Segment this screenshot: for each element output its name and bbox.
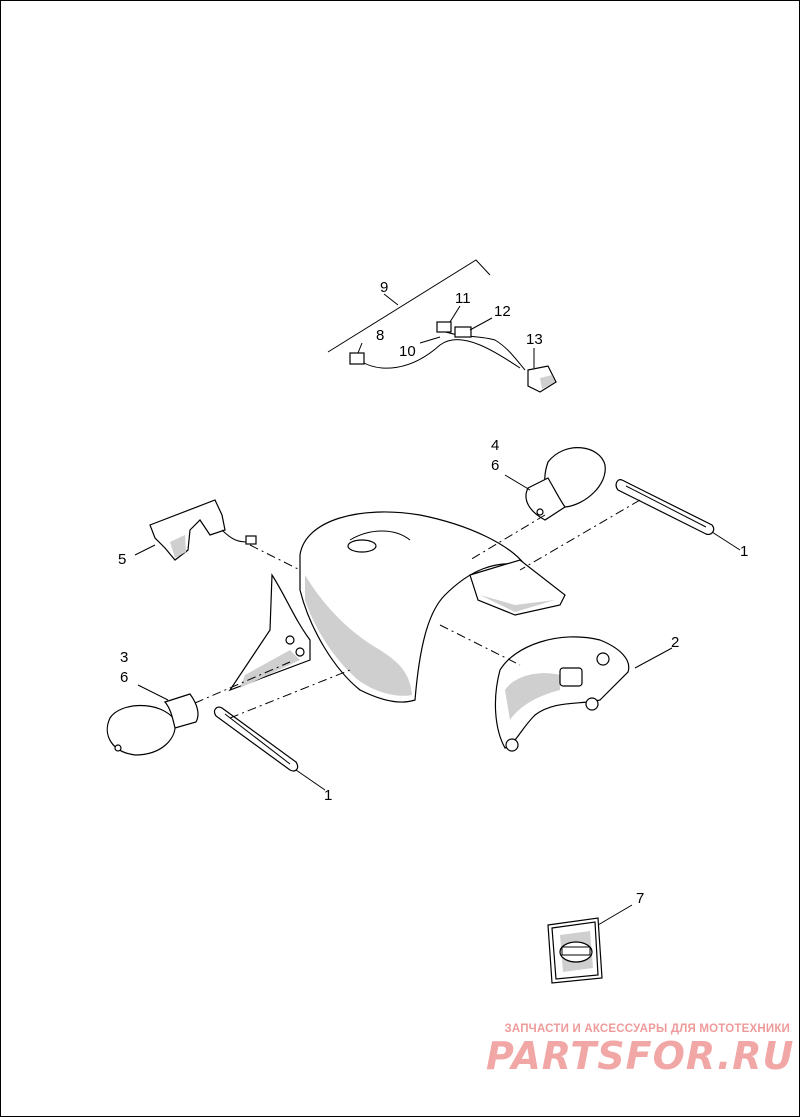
lamp-module-body <box>149 499 226 561</box>
assembly-line <box>519 499 641 571</box>
harness-wire-branch <box>439 329 526 371</box>
reflector-strip-right <box>615 479 741 551</box>
tail-lamp-housing <box>494 636 630 749</box>
callout-11: 11 <box>455 290 471 307</box>
logo-banner-icon <box>561 946 591 956</box>
turn-signal-nut-right <box>536 508 544 516</box>
turn-signal-lens-left <box>106 704 176 756</box>
reflector-strip-right-body <box>615 479 715 535</box>
lamp-module-connector <box>245 535 257 545</box>
callout-9: 9 <box>380 279 388 296</box>
leader-5 <box>134 544 156 556</box>
connector-8 <box>349 352 365 365</box>
reflector-strip-right-inner <box>625 485 707 528</box>
callout-3: 3 <box>120 649 128 666</box>
assembly-line <box>439 624 521 666</box>
callout-8: 8 <box>376 327 384 344</box>
leader-2 <box>634 647 673 669</box>
lamp-module-wire <box>221 529 249 543</box>
reflector-strip-left-body <box>213 706 299 772</box>
tail-lamp-assembly <box>494 636 673 752</box>
callout-1a: 1 <box>740 543 748 560</box>
watermark-tagline: ЗАПЧАСТИ И АКСЕССУАРЫ ДЛЯ МОТОТЕХНИКИ <box>504 1023 790 1035</box>
lamp-module-5 <box>134 499 257 561</box>
assembly-line <box>194 661 291 704</box>
turn-signal-left <box>106 684 199 756</box>
callout-5: 5 <box>118 551 126 568</box>
callout-6b: 6 <box>120 669 128 686</box>
wiring-harness-group <box>327 259 557 393</box>
leader-10 <box>419 336 441 344</box>
callout-13: 13 <box>526 331 543 348</box>
callout-6a: 6 <box>491 457 499 474</box>
callout-1b: 1 <box>324 787 332 804</box>
fender-panel-line <box>349 530 411 541</box>
terminal-12 <box>454 326 472 338</box>
bracket-bolt-hole <box>285 635 295 645</box>
leader-4-6 <box>504 474 531 491</box>
watermark-brand-logo: PARTSFOR.RU <box>486 1034 795 1078</box>
turn-signal-stem-right <box>525 477 566 521</box>
leader-7 <box>597 904 633 926</box>
fender-hole <box>347 539 377 553</box>
callout-12: 12 <box>494 303 511 320</box>
tail-lamp-lens <box>559 667 583 687</box>
callout-10: 10 <box>399 343 416 360</box>
callout-labels: 9 11 12 8 10 13 4 6 1 5 2 3 6 1 7 <box>118 279 748 907</box>
turn-signal-right <box>504 447 606 521</box>
leader-12 <box>469 317 493 331</box>
tail-lamp-stud <box>585 697 599 711</box>
harness-wire <box>361 339 521 369</box>
bracket-bolt-hole <box>295 647 305 657</box>
assembly-lines <box>194 499 641 719</box>
assembly-line <box>249 544 301 571</box>
assembly-line <box>229 669 351 719</box>
callout-2: 2 <box>671 634 679 651</box>
tail-lamp-stud <box>596 652 610 666</box>
callout-4: 4 <box>491 437 499 454</box>
reflector-strip-left-inner <box>224 713 291 765</box>
reflector-strip-left <box>213 706 326 791</box>
turn-signal-stem-left <box>163 693 199 729</box>
tail-lamp-stud <box>505 738 519 752</box>
terminal-11 <box>436 321 452 333</box>
leader-1b <box>295 769 326 791</box>
harness-bracket-line <box>327 259 491 353</box>
instruction-sheet-7 <box>547 904 633 984</box>
turn-signal-nut-left <box>114 744 122 752</box>
leader-9 <box>383 293 399 306</box>
leader-1a <box>711 531 741 551</box>
leader-8 <box>357 342 363 354</box>
leader-3-6 <box>137 684 169 701</box>
callout-7: 7 <box>636 890 644 907</box>
fender-body <box>299 511 527 703</box>
leader-11 <box>449 305 461 323</box>
rear-fender <box>228 511 566 703</box>
logo-shield-icon <box>559 941 593 963</box>
assembly-line <box>469 514 546 561</box>
